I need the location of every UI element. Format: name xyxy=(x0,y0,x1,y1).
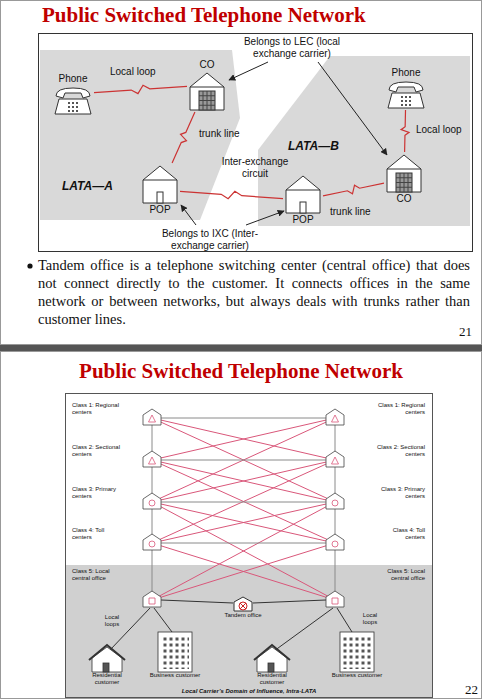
bullet-text: Tandem office is a telephone switching c… xyxy=(38,256,470,328)
node-label: CO xyxy=(397,193,412,205)
connector xyxy=(401,110,409,152)
connector-label: trunk line xyxy=(330,206,371,218)
co-icon xyxy=(385,153,423,193)
loop-label: Local loops xyxy=(98,614,126,628)
local-band xyxy=(66,565,432,697)
phone-icon xyxy=(53,85,93,115)
tandem-office: Tandem office xyxy=(223,595,262,620)
connector xyxy=(323,183,384,196)
customers xyxy=(89,632,374,672)
class-label: Class 3: Primary centers xyxy=(373,486,425,500)
page-number: 21 xyxy=(448,324,472,340)
node-label: Phone xyxy=(392,67,421,79)
slide-title: Public Switched Telephone Network xyxy=(42,3,366,28)
class-label: Class 5: Local central office xyxy=(373,568,425,582)
pop-office: POP xyxy=(283,173,323,227)
region-label: Local Carrier’s Domain of Influence, Int… xyxy=(66,688,432,695)
connector xyxy=(94,85,187,93)
callout-arrow xyxy=(181,205,196,225)
region-label: LATA—A xyxy=(62,180,113,192)
lata-region xyxy=(258,56,470,226)
phone-icon xyxy=(386,79,426,109)
customer-label: Business customer xyxy=(148,672,202,679)
local-band: Local Carrier’s Domain of Influence, Int… xyxy=(66,565,432,697)
callout-arrow xyxy=(229,62,268,80)
connector-label: trunk line xyxy=(199,128,240,140)
central-office: CO xyxy=(187,58,227,112)
co-icon xyxy=(188,71,226,111)
class-label: Class 3: Primary centers xyxy=(72,486,124,500)
lata-region xyxy=(40,50,240,220)
customer-label: Residential customer xyxy=(245,672,299,686)
class-label: Class 1: Regional centers xyxy=(72,402,124,416)
bullet-dot xyxy=(27,263,32,268)
pop-icon xyxy=(141,164,179,204)
figure-frame xyxy=(39,34,473,252)
region-label: LATA—B xyxy=(288,140,339,152)
node-label: Tandem office xyxy=(224,612,261,619)
slide-title: Public Switched Telephone Network xyxy=(0,359,482,384)
node-label: POP xyxy=(149,204,170,216)
slide-frame xyxy=(1,352,482,699)
customer-label: Residential customer xyxy=(80,672,134,686)
node-label: Phone xyxy=(59,73,88,85)
connector-label: Inter-exchange circuit xyxy=(216,156,294,180)
slide-frame xyxy=(1,1,482,345)
central-office: CO xyxy=(384,152,424,206)
figure-frame xyxy=(66,394,433,698)
connector-label: Local loop xyxy=(416,124,462,136)
connector xyxy=(172,112,195,163)
node-label: CO xyxy=(200,59,215,71)
pop-icon xyxy=(284,174,322,214)
loop-label: Local loops xyxy=(356,612,384,626)
callout-note: Belongs to LEC (local exchange carrier) xyxy=(232,36,352,60)
class-label: Class 4: Toll centers xyxy=(72,527,124,541)
pop-office: POP xyxy=(140,163,180,217)
page-number: 22 xyxy=(454,682,478,698)
node-label: POP xyxy=(292,214,313,226)
connector-label: Local loop xyxy=(110,66,156,78)
slide-divider xyxy=(0,345,482,351)
hierarchy-lines xyxy=(110,409,352,651)
telephone: Phone xyxy=(52,72,94,116)
telephone: Phone xyxy=(385,66,427,110)
tandem-icon xyxy=(233,596,253,612)
lata-region: LATA—B PhonePOP CO xyxy=(250,56,468,226)
callout-note: Belongs to IXC (Inter-exchange carrier) xyxy=(150,228,270,252)
callout-arrow xyxy=(246,211,284,225)
connector xyxy=(180,191,283,199)
class-label: Class 4: Toll centers xyxy=(373,527,425,541)
class-label: Class 5: Local central office xyxy=(72,568,124,582)
customer-label: Business customer xyxy=(330,672,384,679)
class-label: Class 2: Sectional centers xyxy=(72,444,124,458)
class-label: Class 1: Regional centers xyxy=(373,402,425,416)
class-label: Class 2: Sectional centers xyxy=(373,444,425,458)
